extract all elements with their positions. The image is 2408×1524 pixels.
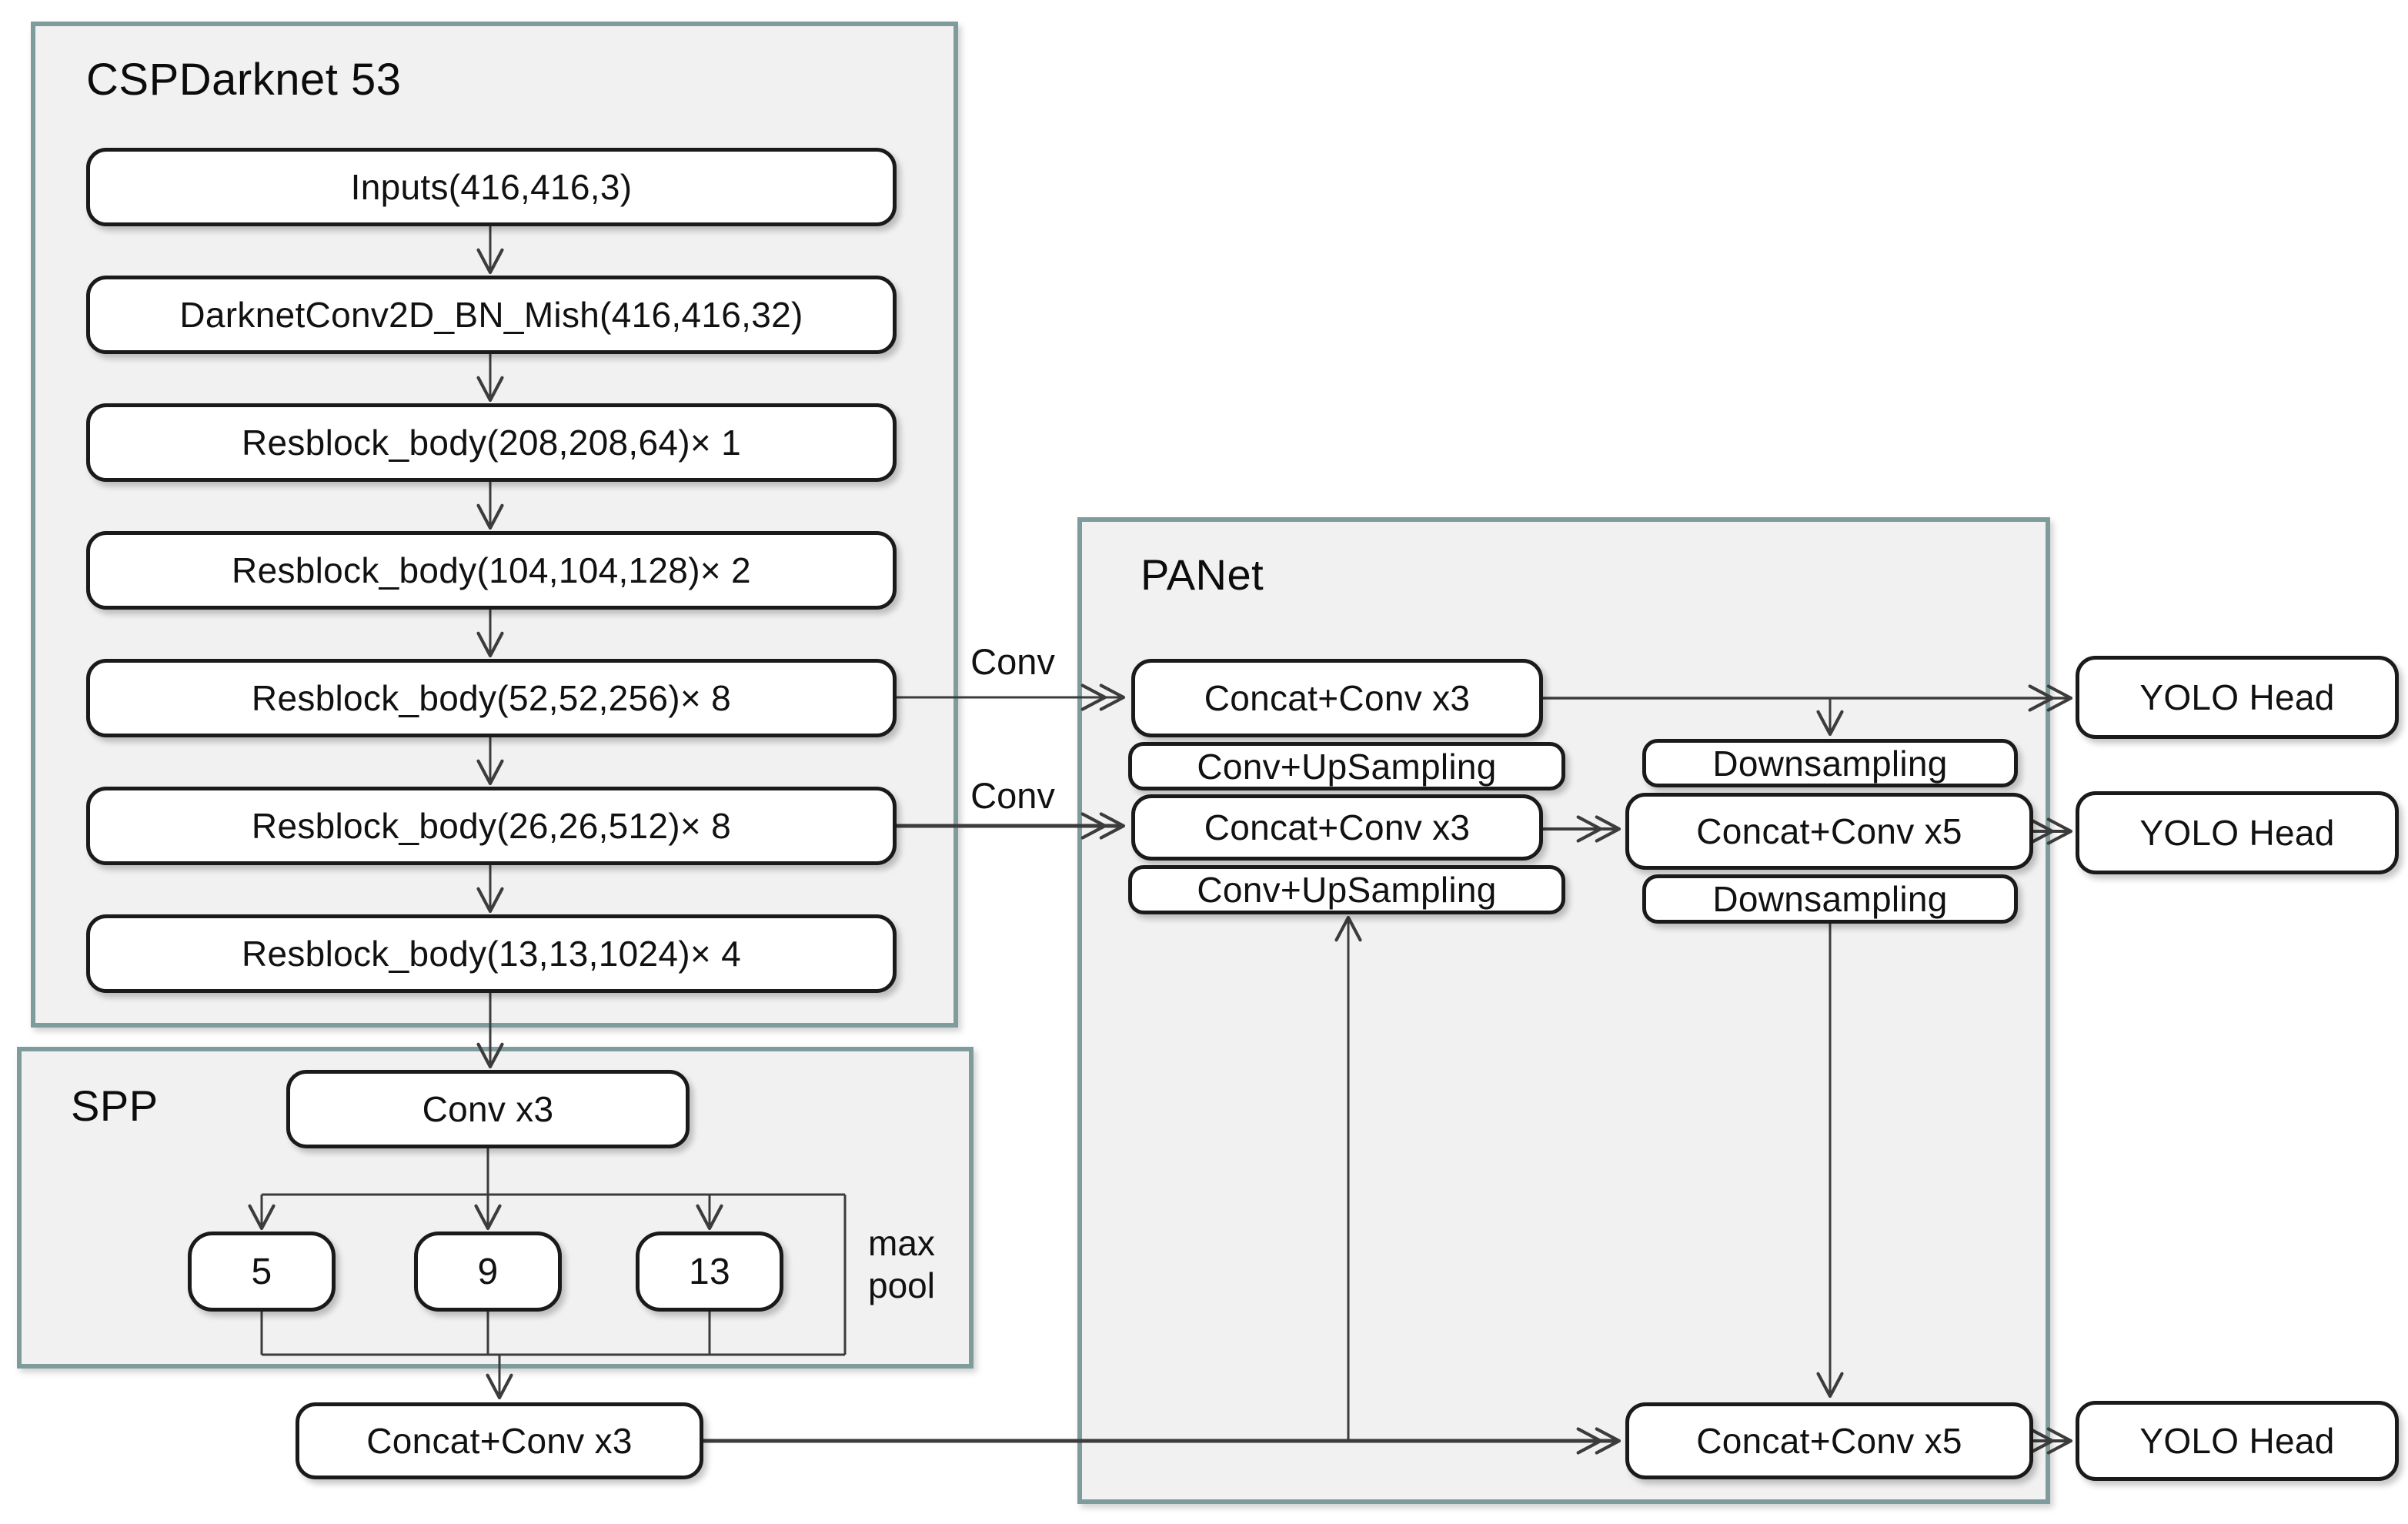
spp-title: SPP (71, 1081, 159, 1130)
panet-concat-conv-x5: Concat+Conv x5 (1625, 793, 2033, 870)
backbone-block-darknetconv: DarknetConv2D_BN_Mish(416,416,32) (86, 276, 897, 354)
yolo-head-middle: YOLO Head (2076, 791, 2399, 874)
panet-concat-conv-x3-lower: Concat+Conv x3 (1131, 794, 1543, 861)
spp-wires (248, 1148, 847, 1400)
spp-maxpool-9-block: 9 (414, 1232, 562, 1312)
max-pool-label: max pool (868, 1222, 984, 1307)
panet-conv-upsampling-1: Conv+UpSampling (1128, 742, 1565, 790)
panet-downsampling-2: Downsampling (1642, 874, 2018, 924)
conv-edge-label-upper: Conv (970, 641, 1055, 682)
backbone-block-resblock-13: Resblock_body(13,13,1024)× 4 (86, 914, 897, 993)
backbone-block-resblock-208: Resblock_body(208,208,64)× 1 (86, 403, 897, 482)
neck-wires (703, 683, 2073, 1455)
backbone-block-resblock-26: Resblock_body(26,26,512)× 8 (86, 787, 897, 865)
yolo-head-bottom: YOLO Head (2076, 1401, 2399, 1481)
yolo-head-top: YOLO Head (2076, 656, 2399, 739)
backbone-block-inputs: Inputs(416,416,3) (86, 148, 897, 226)
conv-edge-label-lower: Conv (970, 775, 1055, 816)
panet-title: PANet (1141, 550, 1264, 599)
spp-maxpool-5-block: 5 (188, 1232, 336, 1312)
panet-downsampling-1: Downsampling (1642, 739, 2018, 787)
max-pool-label-line2: pool (868, 1265, 935, 1306)
panet-concat-conv-x5-bottom: Concat+Conv x5 (1625, 1402, 2033, 1479)
backbone-block-resblock-104: Resblock_body(104,104,128)× 2 (86, 531, 897, 610)
spp-concat-conv-x3-block: Concat+Conv x3 (296, 1402, 703, 1479)
backbone-block-resblock-52: Resblock_body(52,52,256)× 8 (86, 659, 897, 737)
spp-maxpool-13-block: 13 (636, 1232, 783, 1312)
max-pool-label-line1: max (868, 1223, 935, 1263)
panet-concat-conv-x3-upper: Concat+Conv x3 (1131, 659, 1543, 737)
backbone-title: CSPDarknet 53 (86, 55, 402, 105)
spp-conv-x3-block: Conv x3 (286, 1070, 690, 1148)
panet-conv-upsampling-2: Conv+UpSampling (1128, 865, 1565, 914)
